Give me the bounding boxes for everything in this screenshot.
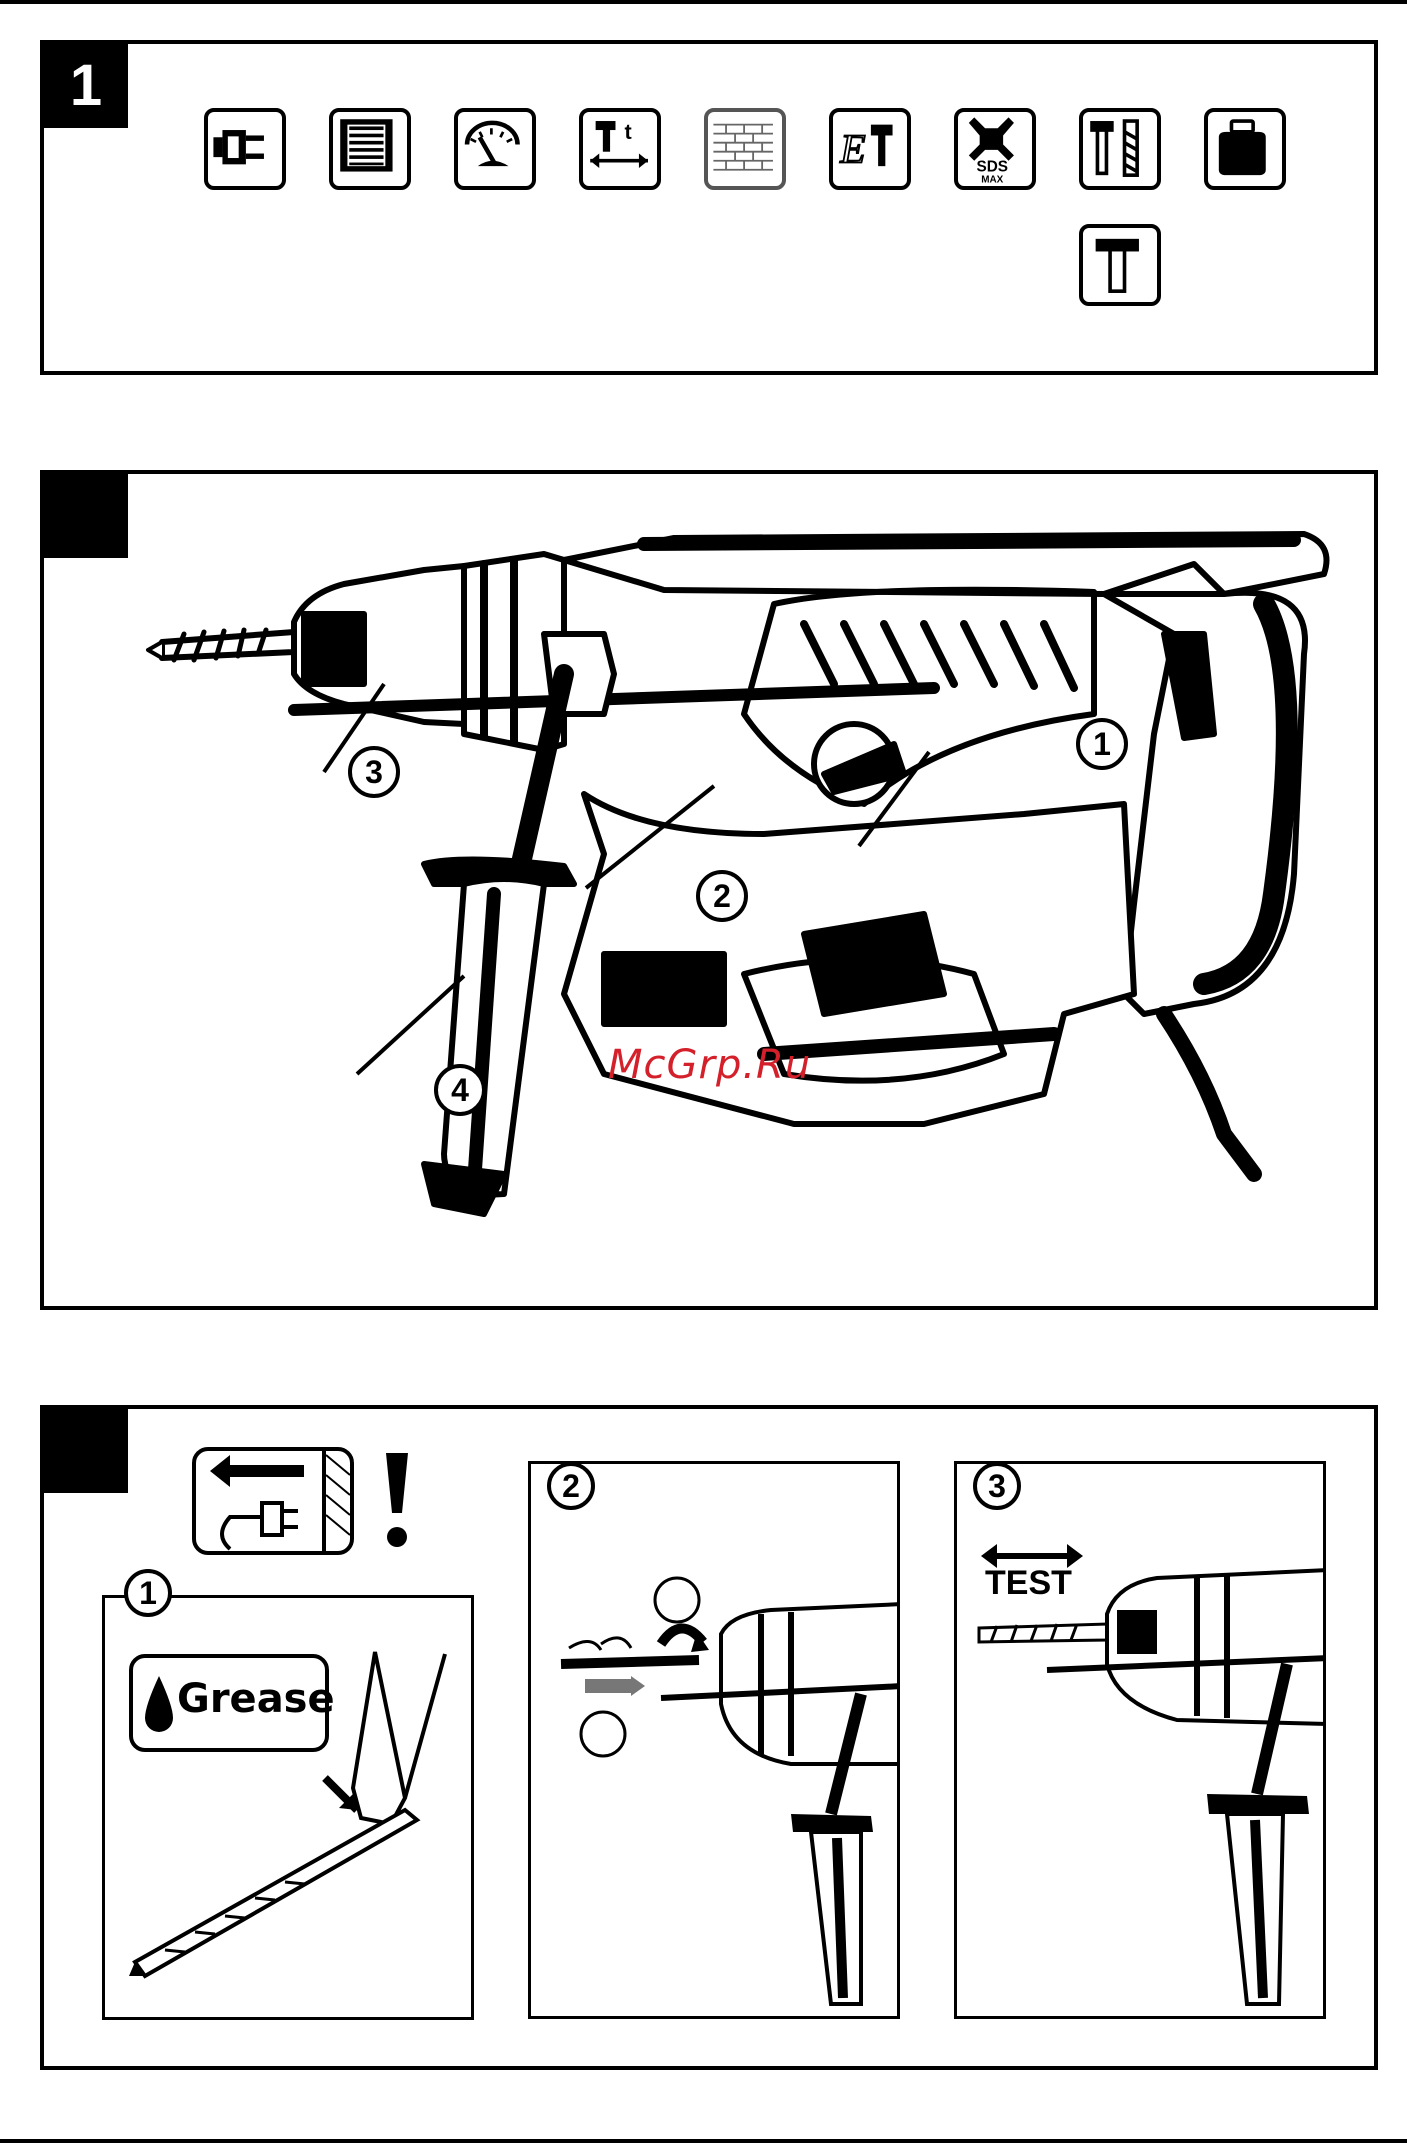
figure-3-panel: Grease	[40, 1405, 1378, 2070]
figure-number	[44, 1409, 128, 1493]
impact-energy-icon: t	[579, 108, 661, 190]
energy-label: t	[625, 119, 632, 144]
figure-2-panel: 3 2 1 4	[40, 470, 1378, 1310]
callout-2: 2	[696, 870, 748, 922]
test-label: TEST	[985, 1564, 1072, 1603]
step-3-panel: TEST 3	[954, 1461, 1326, 2019]
masonry-icon	[704, 108, 786, 190]
watermark: McGrp.Ru	[608, 1042, 811, 1088]
sds-label: SDS	[977, 159, 1009, 176]
callout-4: 4	[434, 1064, 486, 1116]
speed-gauge-icon	[454, 108, 536, 190]
step-2-badge: 2	[547, 1462, 595, 1510]
figure-number: 1	[44, 44, 128, 128]
weight-icon	[1204, 108, 1286, 190]
sds-max-icon: SDS MAX	[954, 108, 1036, 190]
max-label: MAX	[981, 174, 1003, 185]
motor-icon	[329, 108, 411, 190]
figure-1-panel: 1	[40, 40, 1378, 375]
step-3-badge: 3	[973, 1462, 1021, 1510]
step-1-badge: 1	[124, 1569, 172, 1617]
chisel-hammer-icon	[1079, 224, 1161, 306]
unplug-icon	[190, 1445, 430, 1555]
callout-3: 3	[348, 746, 400, 798]
hammer-icon: E	[829, 108, 911, 190]
test-arrow-icon	[957, 1464, 1326, 2019]
bottom-rule	[0, 2139, 1407, 2143]
top-rule	[0, 0, 1407, 4]
insert-bit-icon	[531, 1464, 900, 2019]
et-label: E	[839, 126, 865, 172]
step-2-panel: 2	[528, 1461, 900, 2019]
plug-icon	[204, 108, 286, 190]
step-1-panel: Grease	[102, 1595, 474, 2020]
grease-bit-drawing	[105, 1598, 474, 2020]
hammer-drill-icon	[1079, 108, 1161, 190]
callout-1: 1	[1076, 718, 1128, 770]
